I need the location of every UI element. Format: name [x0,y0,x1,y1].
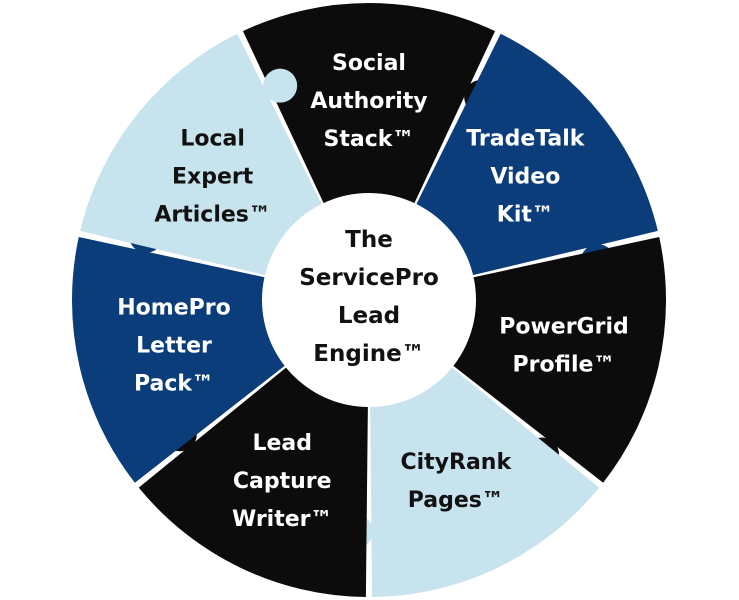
center-title-line-4: Engine™ [313,341,424,367]
segment-lead-capture-writer [138,359,369,597]
segment-cityrank-pages [369,359,600,597]
segment-tradetalk-video-kit [410,33,658,279]
label-tradetalk-video-kit-line-1: TradeTalk [466,126,586,151]
label-cityrank-pages-line-2: Pages™ [408,488,504,513]
puzzle-knob-local-expert-articles [263,68,298,103]
segment-social-authority-stack [242,2,496,215]
label-social-authority-stack-line-1: Social [332,51,406,76]
center-title-line-1: The [345,227,393,253]
label-homepro-letter-pack-line-3: Pack™ [134,372,214,397]
label-cityrank-pages-line-1: CityRank [400,450,512,475]
segment-powergrid-profile [443,236,666,483]
label-local-expert-articles-line-2: Expert [172,164,254,189]
label-lead-capture-writer-line-3: Writer™ [232,507,333,532]
label-lead-capture-writer-line-2: Capture [233,469,332,494]
label-lead-capture-writer-line-1: Lead [252,431,312,456]
segment-homepro-letter-pack [71,236,295,483]
label-tradetalk-video-kit-line-3: Kit™ [497,202,554,227]
label-homepro-letter-pack-line-2: Letter [136,334,212,359]
label-powergrid-profile-line-2: Profile™ [513,353,616,378]
label-social-authority-stack-line-3: Stack™ [324,127,415,152]
label-social-authority-stack-line-2: Authority [310,89,427,114]
label-local-expert-articles-line-3: Articles™ [154,202,271,227]
segment-local-expert-articles [80,33,328,279]
label-tradetalk-video-kit-line-2: Video [490,164,560,189]
center-title-line-2: ServicePro [299,265,439,291]
label-homepro-letter-pack-line-1: HomePro [117,296,230,321]
center-title-line-3: Lead [338,303,400,329]
puzzle-segments [71,2,666,597]
center-hub [262,193,476,407]
center-title: The ServicePro Lead Engine™ [299,227,439,367]
label-powergrid-profile-line-1: PowerGrid [499,315,629,340]
label-local-expert-articles-line-1: Local [180,126,245,151]
